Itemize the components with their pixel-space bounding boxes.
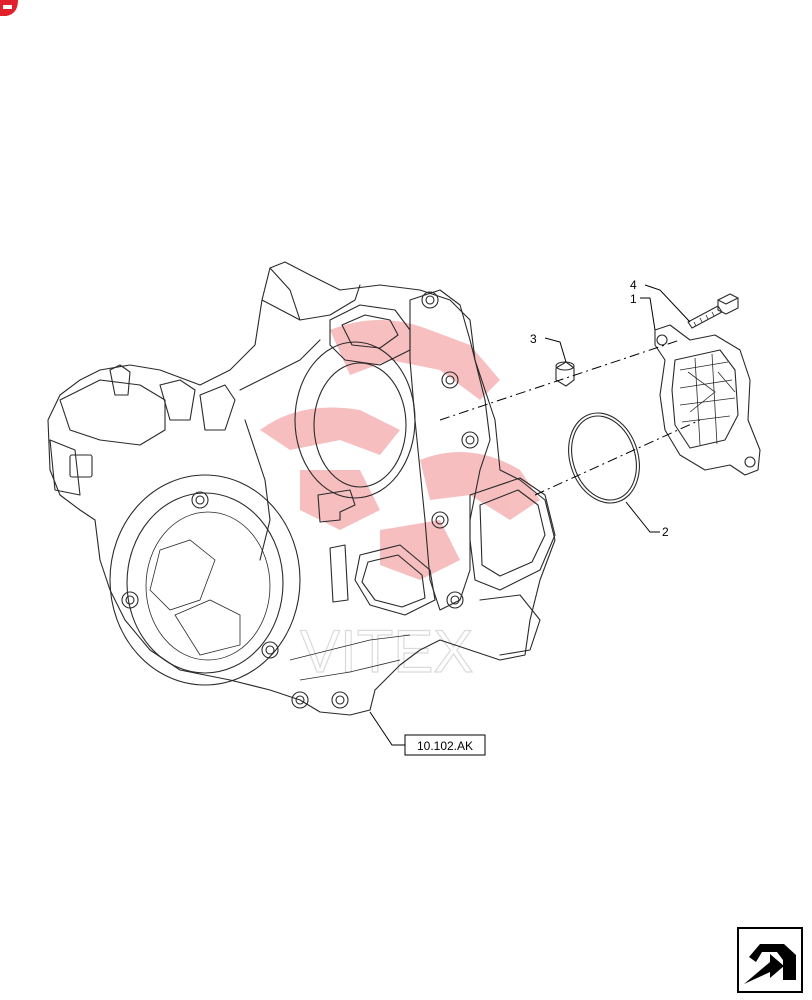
part-3-plug: 3 [530, 332, 575, 387]
gearbox-housing [47, 261, 556, 716]
part-1-cover: 1 [630, 292, 761, 476]
part-2-o-ring: 2 [568, 412, 669, 539]
red-brand-corner-icon [0, 0, 18, 16]
main-bore [109, 474, 301, 686]
callout-1: 1 [630, 292, 637, 306]
watermark-text: VITEX [300, 618, 473, 685]
assembly-centerlines [439, 339, 701, 496]
reference-box [404, 734, 486, 756]
callout-2: 2 [662, 525, 669, 539]
housing-port [69, 454, 93, 478]
return-arrow-icon[interactable] [737, 927, 803, 993]
reference-callout: 10.102.AK [369, 711, 486, 756]
part-4-bolt: 4 [630, 278, 739, 329]
callout-3: 3 [530, 332, 537, 346]
reference-label: 10.102.AK [417, 739, 473, 753]
watermark: VITEX [260, 320, 540, 686]
callout-4: 4 [630, 278, 637, 292]
